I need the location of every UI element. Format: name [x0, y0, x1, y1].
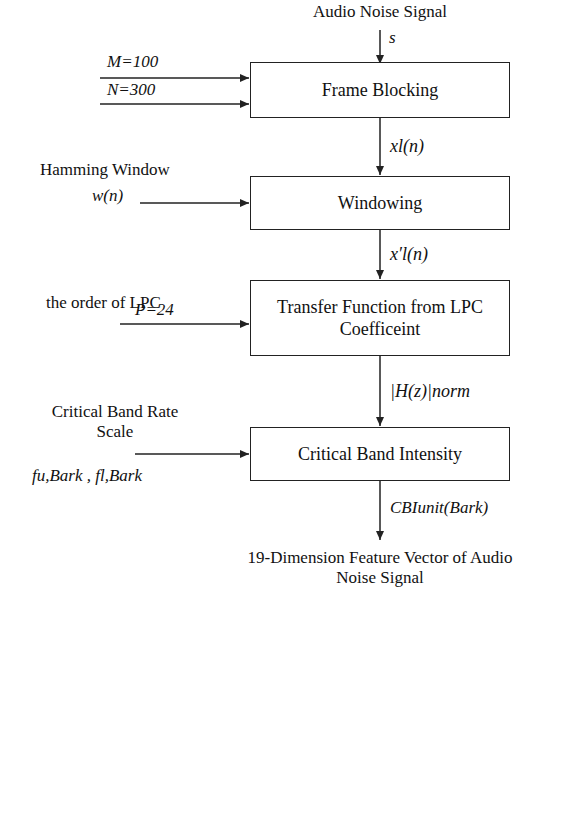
flow-arrow [379, 118, 381, 175]
annotation-label: N=300 [107, 80, 155, 100]
annotation-label: M=100 [107, 52, 158, 72]
input-arrow [120, 323, 249, 325]
input-arrow [135, 453, 249, 455]
flow-arrow [379, 356, 381, 426]
box-label: Frame Blocking [322, 79, 438, 102]
process-box: Windowing [250, 176, 510, 230]
input-arrow [140, 202, 249, 204]
process-box: Transfer Function from LPC Coefficeint [250, 280, 510, 356]
annotation-label: Audio Noise Signal [313, 2, 447, 22]
box-label: Critical Band Intensity [298, 443, 462, 466]
annotation-label: 19-Dimension Feature Vector of Audio Noi… [240, 548, 520, 589]
annotation-label: CBIunit(Bark) [390, 498, 488, 518]
signal-label: |H(z)|norm [388, 381, 472, 402]
process-box: Frame Blocking [250, 62, 510, 118]
flow-arrow [379, 230, 381, 279]
input-arrow [100, 77, 249, 79]
annotation-label: Hamming Window [40, 160, 170, 180]
annotation-label: w(n) [92, 186, 123, 206]
signal-label: xl(n) [388, 136, 426, 157]
box-label: Windowing [338, 192, 422, 215]
input-arrow [100, 103, 249, 105]
signal-label: x′l(n) [388, 244, 430, 265]
annotation-label: s [389, 28, 396, 48]
process-box: Critical Band Intensity [250, 427, 510, 481]
annotation-label: fu,Bark , fl,Bark [32, 466, 142, 486]
box-label: Transfer Function from LPC Coefficeint [261, 296, 499, 341]
input-arrow [379, 30, 381, 64]
annotation-label: Critical Band Rate Scale [40, 402, 190, 443]
output-arrow [379, 481, 381, 540]
annotation-label: P=24 [135, 300, 174, 320]
